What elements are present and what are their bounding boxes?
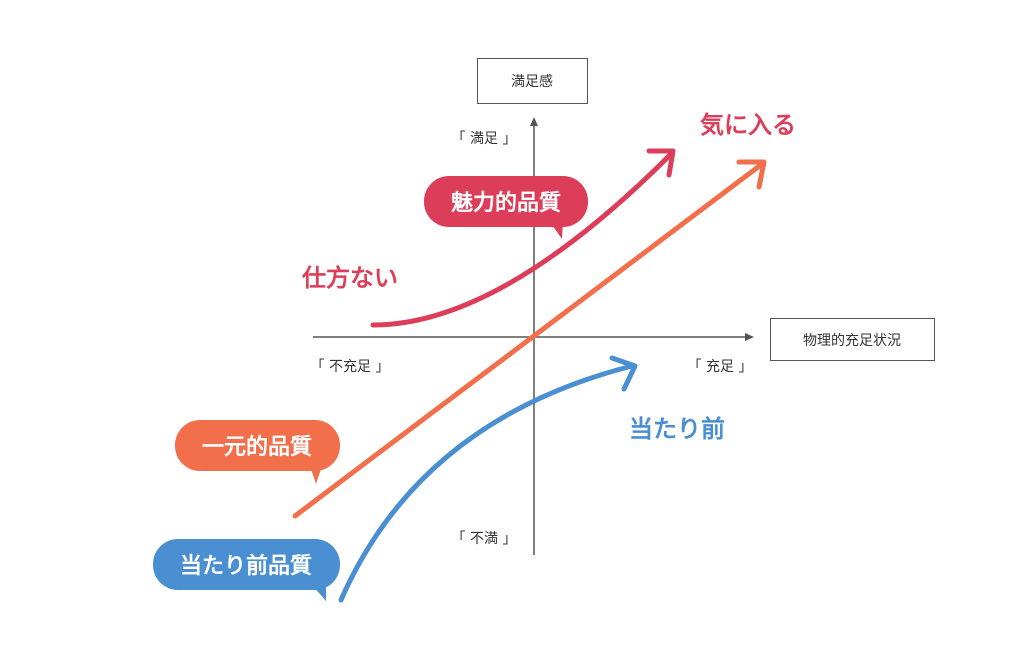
must-be-quality-curve: [338, 363, 635, 603]
one-dimensional-quality-line: [292, 161, 765, 519]
x-right-label: 「 充足 」: [688, 359, 753, 375]
y-top-label: 「 満足 」: [452, 131, 517, 147]
y-bottom-label: 「 不満 」: [452, 531, 517, 547]
must-be-quality-label: 当たり前品質: [180, 553, 312, 579]
one-dimensional-quality-bubble: 一元的品質: [175, 420, 340, 484]
attractive-right-label: 気に入る: [700, 111, 796, 139]
attractive-arrowhead: [646, 148, 676, 178]
x-axis-title-box: [770, 318, 935, 361]
y-axis-title-box: [477, 58, 588, 104]
y-axis-arrowhead: [530, 117, 538, 126]
x-axis-title: 物理的充足状況: [803, 333, 901, 349]
one-dimensional-quality-label: 一元的品質: [202, 434, 312, 460]
attractive-quality-bubble: 魅力的品質: [424, 176, 588, 239]
must-be-quality-bubble: 当たり前品質: [153, 539, 340, 601]
must-be-arrowhead: [609, 355, 638, 392]
one-dimensional-arrowhead: [736, 159, 767, 190]
y-axis-title: 満足感: [511, 73, 553, 90]
x-axis-arrowhead: [745, 333, 754, 341]
attractive-left-label: 仕方ない: [301, 264, 398, 292]
attractive-quality-curve: [370, 152, 673, 328]
must-be-right-label: 当たり前: [629, 415, 725, 443]
x-left-label: 「 不充足 」: [311, 359, 390, 375]
attractive-quality-label: 魅力的品質: [451, 190, 561, 216]
